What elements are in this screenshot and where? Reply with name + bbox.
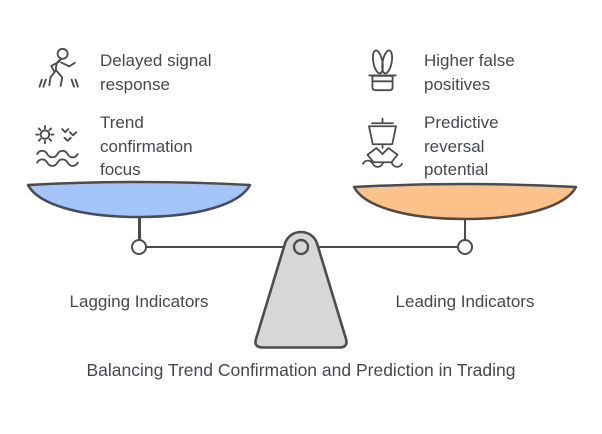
fulcrum-shape (254, 230, 348, 349)
left-side-label: Lagging Indicators (69, 292, 209, 311)
left-pan (26, 180, 252, 219)
right-pan (352, 182, 578, 221)
walking-person-icon (36, 46, 83, 93)
sun-over-waves-icon (34, 122, 84, 169)
fulcrum (254, 230, 348, 349)
right-side-label: Leading Indicators (395, 292, 535, 311)
right-feature-text-2: Predictive reversal potential (424, 113, 499, 179)
left-pan-stem (138, 216, 141, 241)
diagram-title: Balancing Trend Confirmation and Predict… (86, 360, 516, 380)
rabbit-in-hat-icon (367, 47, 398, 97)
left-feature-text-2: Trend confirmation focus (100, 113, 193, 179)
boat-on-waves-icon (360, 117, 405, 170)
right-beam-joint (457, 239, 473, 255)
left-feature-text-1: Delayed signal response (100, 51, 212, 94)
right-feature-text-1: Higher false positives (424, 51, 515, 94)
right-pan-stem (463, 218, 466, 241)
right-pan-shape (352, 182, 578, 221)
pivot-hole (292, 238, 310, 256)
left-pan-shape (26, 180, 252, 219)
left-beam-joint (131, 239, 147, 255)
